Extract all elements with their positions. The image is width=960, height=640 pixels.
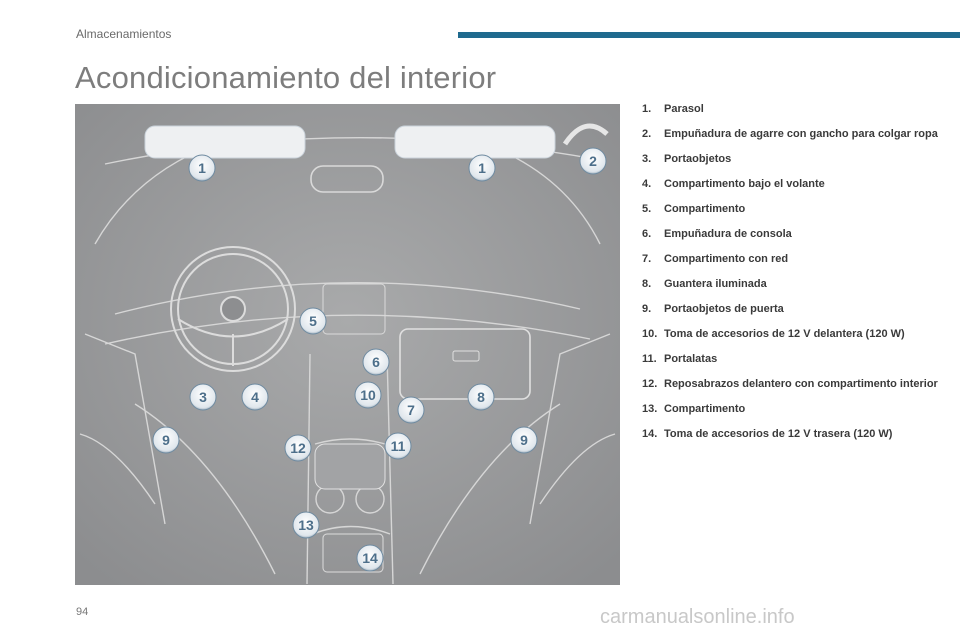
glovebox [399, 328, 531, 400]
legend-item: 8. Guantera iluminada [642, 276, 942, 292]
svg-text:9: 9 [162, 432, 170, 448]
legend-number: 12. [642, 378, 658, 390]
legend-text: Portaobjetos de puerta [664, 303, 784, 315]
callout-badge: 9 [152, 426, 180, 454]
callout-badge: 14 [356, 544, 384, 572]
legend-item: 9. Portaobjetos de puerta [642, 301, 942, 317]
svg-text:10: 10 [360, 387, 376, 403]
legend-item: 13. Compartimento [642, 401, 942, 417]
callout-badge: 6 [362, 348, 390, 376]
legend-item: 10. Toma de accesorios de 12 V delantera … [642, 326, 942, 342]
legend-text: Compartimento [664, 403, 746, 415]
svg-text:14: 14 [362, 550, 378, 566]
svg-text:4: 4 [251, 389, 259, 405]
interior-figure: 1 1 2 3 4 5 6 7 [75, 104, 620, 585]
legend-item: 12. Reposabrazos delantero con compartime… [642, 376, 942, 392]
page-number: 94 [76, 606, 89, 618]
svg-text:11: 11 [391, 438, 406, 454]
legend-number: 3. [642, 153, 652, 165]
interior-line-art [79, 136, 616, 585]
svg-text:7: 7 [407, 402, 415, 418]
rear-compartment [322, 533, 384, 573]
header-accent-bar [458, 32, 960, 38]
svg-text:8: 8 [477, 389, 485, 405]
legend-text: Guantera iluminada [664, 278, 767, 290]
legend-item: 2. Empuñadura de agarre con gancho para c… [642, 126, 942, 142]
legend-number: 14. [642, 428, 658, 440]
legend-number: 4. [642, 178, 652, 190]
rear-view-mirror [310, 165, 384, 193]
svg-text:9: 9 [520, 432, 528, 448]
callout-badge: 5 [299, 307, 327, 335]
svg-text:2: 2 [589, 153, 597, 169]
legend-text: Toma de accesorios de 12 V delantera (12… [664, 328, 905, 340]
legend-item: 1. Parasol [642, 101, 942, 117]
steering-wheel [170, 246, 296, 372]
car-interior-illustration: 1 1 2 3 4 5 6 7 [75, 104, 620, 585]
grab-handle [562, 123, 609, 146]
figure-background [75, 104, 620, 585]
legend-number: 8. [642, 278, 652, 290]
callout-badge: 7 [397, 396, 425, 424]
legend-item: 4. Compartimento bajo el volante [642, 176, 942, 192]
legend-text: Portaobjetos [664, 153, 732, 165]
svg-text:5: 5 [309, 313, 317, 329]
legend-number: 11. [642, 353, 657, 365]
front-armrest [314, 443, 386, 490]
glovebox-handle [452, 350, 480, 362]
svg-text:13: 13 [298, 517, 314, 533]
callout-badge: 8 [467, 383, 495, 411]
callout-badge: 13 [292, 511, 320, 539]
callout-badge: 2 [579, 147, 607, 175]
legend-number: 10. [642, 328, 658, 340]
legend-item: 3. Portaobjetos [642, 151, 942, 167]
legend-number: 9. [642, 303, 652, 315]
callout-badge: 1 [188, 154, 216, 182]
sun-visor-right [394, 125, 556, 159]
legend-item: 6. Empuñadura de consola [642, 226, 942, 242]
callout-badge: 1 [468, 154, 496, 182]
legend-text: Empuñadura de consola [664, 228, 792, 240]
callout-badge: 4 [241, 383, 269, 411]
legend-text: Compartimento [664, 203, 746, 215]
section-title: Almacenamientos [76, 27, 172, 41]
legend-number: 1. [642, 103, 652, 115]
legend-number: 5. [642, 203, 652, 215]
legend-number: 2. [642, 128, 652, 140]
legend-number: 13. [642, 403, 658, 415]
legend-number: 6. [642, 228, 652, 240]
legend-item: 7. Compartimento con red [642, 251, 942, 267]
legend-number: 7. [642, 253, 652, 265]
svg-text:12: 12 [290, 440, 306, 456]
legend-item: 11. Portalatas [642, 351, 942, 367]
callout-badge: 9 [510, 426, 538, 454]
center-stack [322, 283, 386, 335]
legend-text: Toma de accesorios de 12 V trasera (120 … [664, 428, 893, 440]
legend-text: Compartimento con red [664, 253, 789, 265]
legend-list: 1. Parasol 2. Empuñadura de agarre con gan… [642, 101, 942, 451]
legend-item: 5. Compartimento [642, 201, 942, 217]
legend-text: Empuñadura de agarre con gancho para col… [664, 128, 938, 140]
svg-text:1: 1 [198, 160, 206, 176]
watermark: carmanualsonline.info [600, 606, 795, 628]
svg-text:6: 6 [372, 354, 380, 370]
callout-badge: 10 [354, 381, 382, 409]
legend-text: Parasol [664, 103, 704, 115]
page-title: Acondicionamiento del interior [75, 60, 497, 95]
legend-text: Reposabrazos delantero con compartimento… [664, 378, 938, 390]
svg-text:3: 3 [199, 389, 207, 405]
legend-text: Portalatas [664, 353, 718, 365]
legend-item: 14. Toma de accesorios de 12 V trasera (1… [642, 426, 942, 442]
svg-text:1: 1 [478, 160, 486, 176]
sun-visor-left [144, 125, 306, 159]
callout-badge: 3 [189, 383, 217, 411]
legend-text: Compartimento bajo el volante [664, 178, 825, 190]
callout-badge: 11 [384, 432, 412, 460]
callout-badge: 12 [284, 434, 312, 462]
